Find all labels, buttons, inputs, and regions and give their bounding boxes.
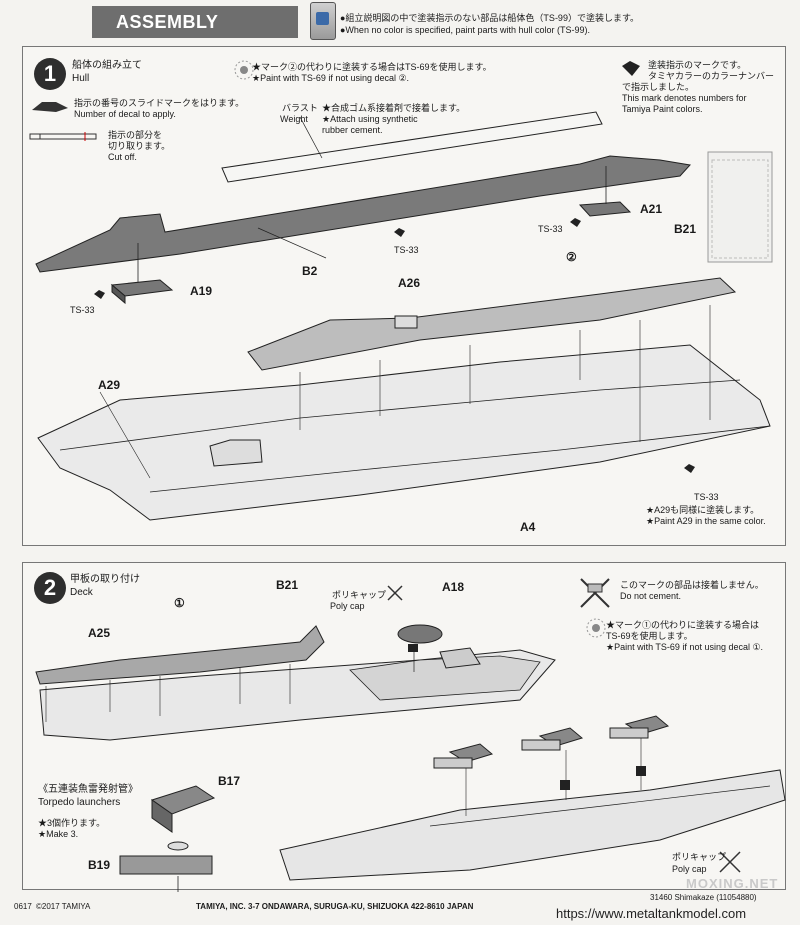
- ts33-label-a21: TS-33: [538, 224, 563, 234]
- paint-splat-icon: [234, 60, 254, 80]
- a29-note-en: ★Paint A29 in the same color.: [646, 516, 766, 526]
- make3-jp: ★3個作ります。: [38, 818, 106, 828]
- part-a25-label: A25: [88, 626, 111, 640]
- step2-number: 2: [34, 572, 66, 604]
- cut-note-en: Cut off.: [108, 152, 137, 162]
- footer-item: 31460 Shimakaze (11054880): [650, 893, 757, 902]
- decal1-note-jp2: TS-69を使用します。: [606, 631, 693, 641]
- part-a19-label: A19: [190, 284, 213, 298]
- footer-code: 0617: [14, 902, 32, 911]
- part-b21-label: B21: [674, 222, 697, 236]
- no-cement-icon-small: [387, 585, 403, 601]
- no-cement-jp: このマークの部品は接着しません。: [620, 580, 764, 590]
- polycap-en-bottom: Poly cap: [672, 864, 707, 874]
- footer-url: https://www.metaltankmodel.com: [556, 906, 747, 921]
- part-b21-label-step2: B21: [276, 578, 299, 592]
- paint-mark-jp3: で指示しました。: [622, 82, 695, 92]
- part-a29-label: A29: [98, 378, 121, 392]
- ts33-label-center: TS-33: [394, 245, 419, 255]
- ballast-en: Weight: [280, 114, 308, 124]
- ts33-label-a19: TS-33: [70, 305, 95, 315]
- footer-address: TAMIYA, INC. 3-7 ONDAWARA, SURUGA-KU, SH…: [196, 902, 474, 911]
- part-b2-label: B2: [302, 264, 318, 278]
- torpedo-en: Torpedo launchers: [38, 797, 121, 808]
- decal-slide-mark-icon: [32, 102, 68, 112]
- rubber-en1: ★Attach using synthetic: [322, 114, 418, 124]
- cut-note-jp2: 切り取ります。: [108, 141, 171, 151]
- paint-splat-icon-step2: [586, 618, 606, 638]
- part-a21-label: A21: [640, 202, 663, 216]
- assembly-title: ASSEMBLY: [116, 11, 219, 32]
- polycap-en-top: Poly cap: [330, 601, 365, 611]
- no-cement-en: Do not cement.: [620, 591, 682, 601]
- decal-note-en: Number of decal to apply.: [74, 109, 176, 119]
- header-note-en: ●When no color is specified, paint parts…: [340, 25, 591, 35]
- paint-mark-jp2: タミヤカラーのカラーナンバー: [648, 71, 775, 81]
- decal1-note-jp1: ★マーク①の代わりに塗装する場合は: [606, 620, 760, 630]
- step2-title-en: Deck: [70, 587, 93, 598]
- paint-mark-en2: Tamiya Paint colors.: [622, 104, 703, 114]
- rubber-jp: ★合成ゴム系接着剤で接着します。: [322, 103, 466, 113]
- no-cement-icon: [580, 578, 610, 608]
- decal-note-jp: 指示の番号のスライドマークをはります。: [74, 98, 245, 108]
- step1-title-en: Hull: [72, 73, 90, 84]
- part-a18-label: A18: [442, 580, 465, 594]
- step1-title-jp: 船体の組み立て: [72, 60, 142, 71]
- polycap-jp-top: ポリキャップ: [332, 590, 387, 600]
- make3-en: ★Make 3.: [38, 829, 79, 839]
- part-a26-label: A26: [398, 276, 421, 290]
- cut-off-icon: [29, 132, 97, 141]
- part-b17-label: B17: [218, 774, 241, 788]
- decal2-label: ②: [566, 250, 577, 264]
- decal2-note-en: ★Paint with TS-69 if not using decal ②.: [252, 73, 410, 83]
- a29-note-jp: ★A29も同様に塗装します。: [646, 505, 760, 515]
- watermark: MOXING.NET: [686, 876, 779, 891]
- paint-can-icon: [310, 2, 336, 40]
- step2-title-jp: 甲板の取り付け: [70, 574, 140, 585]
- part-a4-label: A4: [520, 520, 536, 534]
- torpedo-jp: 《五連装魚雷発射管》: [38, 784, 138, 795]
- paint-mark-en1: This mark denotes numbers for: [622, 93, 747, 103]
- decal1-note-en: ★Paint with TS-69 if not using decal ①.: [606, 642, 764, 652]
- part-b19-label: B19: [88, 858, 111, 872]
- cut-note-jp1: 指示の部分を: [108, 130, 163, 140]
- polycap-jp-bottom: ポリキャップ: [672, 852, 727, 862]
- paint-mark-jp1: 塗装指示のマークです。: [648, 60, 747, 70]
- ts33-label-hull: TS-33: [694, 492, 719, 502]
- paint-mark-icon: [622, 61, 640, 76]
- step1-number: 1: [34, 58, 66, 90]
- header-note-jp: ●組立説明図の中で塗装指示のない部品は船体色（TS-99）で塗装します。: [340, 13, 640, 23]
- footer-copyright: ©2017 TAMIYA: [36, 902, 91, 911]
- rubber-en2: rubber cement.: [322, 125, 383, 135]
- decal1-label: ①: [174, 596, 185, 610]
- ballast-jp: バラスト: [282, 103, 318, 113]
- decal2-note-jp: ★マーク②の代わりに塗装する場合はTS-69を使用します。: [252, 62, 492, 72]
- assembly-header: ASSEMBLY: [92, 6, 298, 38]
